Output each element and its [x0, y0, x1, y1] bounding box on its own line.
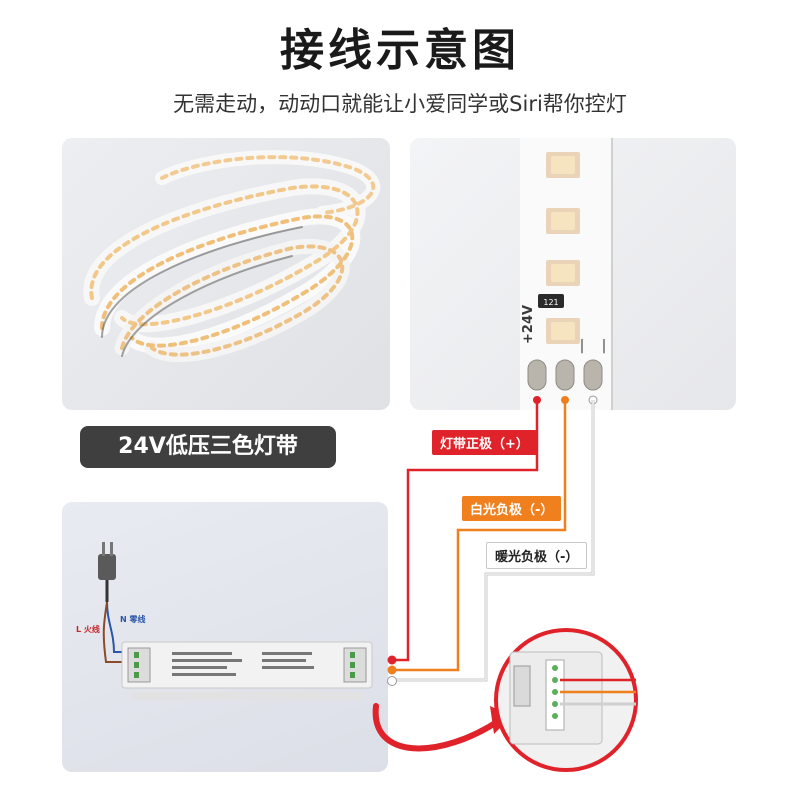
led-strip-closeup-image: 121 +24V | |	[410, 138, 736, 410]
svg-text:|: |	[580, 338, 585, 354]
wiring-diagram-image	[62, 502, 388, 772]
positive-wire-label: 灯带正极（+）	[432, 430, 537, 455]
warm-negative-wire-label: 暖光负极（-）	[486, 542, 588, 569]
page-title: 接线示意图	[280, 25, 520, 76]
voltage-label: +24V	[521, 305, 536, 344]
white-negative-wire-label: 白光负极（-）	[462, 496, 562, 521]
page-subtitle: 无需走动，动动口就能让小爱同学或Siri帮你控灯	[173, 92, 627, 116]
product-badge: 24V低压三色灯带	[80, 426, 336, 468]
svg-text:|: |	[602, 338, 607, 354]
resistor-code: 121	[543, 298, 558, 307]
led-strip-coil-image	[62, 138, 390, 410]
neutral-wire-label: N 零线	[120, 615, 146, 624]
live-wire-label: L 火线	[76, 625, 100, 634]
